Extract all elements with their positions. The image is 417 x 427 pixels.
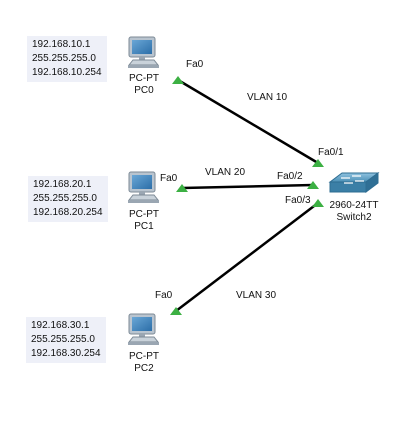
switch-port-label: Fa0/3 xyxy=(285,195,311,206)
switch2-label: 2960-24TT Switch2 xyxy=(324,200,384,224)
pc2-mask: 255.255.255.0 xyxy=(31,334,95,345)
port-up-indicator xyxy=(307,181,319,189)
pc2-type: PC-PT xyxy=(129,351,159,362)
switch2-type: 2960-24TT xyxy=(329,200,379,211)
pc1-name: PC1 xyxy=(134,221,154,232)
pc1-ip: 192.168.20.1 xyxy=(33,179,92,190)
pc1-type: PC-PT xyxy=(129,209,159,220)
link-vlan10 xyxy=(177,78,319,165)
pc0-ip-note: 192.168.10.1 255.255.255.0 192.168.10.25… xyxy=(27,36,107,82)
switch2-name: Switch2 xyxy=(336,212,372,223)
pc1-ip-note: 192.168.20.1 255.255.255.0 192.168.20.25… xyxy=(28,176,108,222)
vlan-label: VLAN 20 xyxy=(205,167,246,178)
port-up-indicator xyxy=(176,184,188,192)
pc1-port-label: Fa0 xyxy=(160,173,178,184)
port-up-indicator xyxy=(172,76,184,84)
pc0-label: PC-PT PC0 xyxy=(124,73,164,97)
link-vlan20 xyxy=(181,183,314,190)
pc2-ip-note: 192.168.30.1 255.255.255.0 192.168.30.25… xyxy=(26,317,106,363)
switch-port-label: Fa0/2 xyxy=(277,171,303,182)
link-vlan30 xyxy=(175,202,319,312)
pc2-name: PC2 xyxy=(134,363,154,374)
pc1-label: PC-PT PC1 xyxy=(124,209,164,233)
switch-port-label: Fa0/1 xyxy=(318,147,344,158)
pc0-type: PC-PT xyxy=(129,73,159,84)
pc2-gateway: 192.168.30.254 xyxy=(31,348,101,359)
pc2-label: PC-PT PC2 xyxy=(124,351,164,375)
pc2-ip: 192.168.30.1 xyxy=(31,320,90,331)
pc1-icon[interactable] xyxy=(127,171,160,204)
pc2-port-label: Fa0 xyxy=(155,290,173,301)
pc0-port-label: Fa0 xyxy=(186,59,204,70)
pc1-gateway: 192.168.20.254 xyxy=(33,207,103,218)
pc0-name: PC0 xyxy=(134,85,154,96)
vlan-label: VLAN 30 xyxy=(236,290,277,301)
pc0-gateway: 192.168.10.254 xyxy=(32,67,102,78)
pc0-mask: 255.255.255.0 xyxy=(32,53,96,64)
pc0-icon[interactable] xyxy=(127,36,160,69)
pc1-mask: 255.255.255.0 xyxy=(33,193,97,204)
port-up-indicator xyxy=(170,307,182,315)
pc2-icon[interactable] xyxy=(127,313,160,346)
vlan-label: VLAN 10 xyxy=(247,92,288,103)
port-up-indicator xyxy=(312,199,324,207)
pc0-ip: 192.168.10.1 xyxy=(32,39,91,50)
switch-icon[interactable] xyxy=(328,172,380,193)
port-up-indicator xyxy=(312,159,324,167)
